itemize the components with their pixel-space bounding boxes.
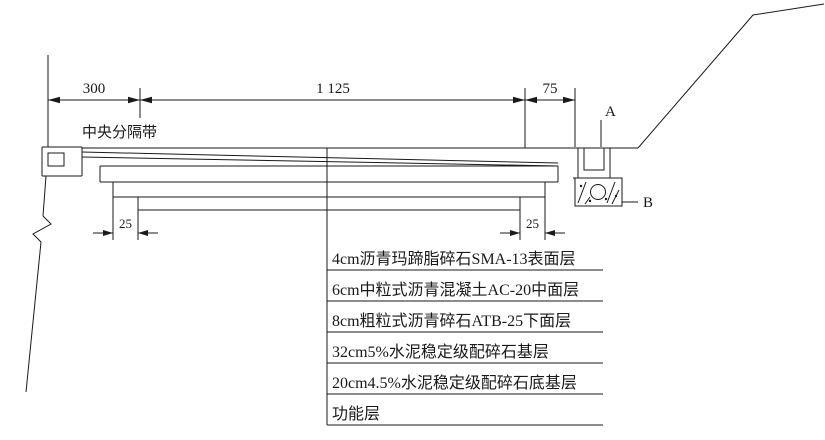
aggregate-dot bbox=[588, 199, 592, 203]
layer-list: 4cm沥青玛蹄脂碎石SMA-13表面层 6cm中粒式沥青混凝土AC-20中面层 … bbox=[327, 250, 603, 426]
hatch-line bbox=[577, 181, 587, 204]
dim-arrow bbox=[128, 96, 140, 104]
aggregate-dot bbox=[614, 194, 618, 198]
dim-arrow bbox=[525, 96, 537, 104]
dim-75-label: 75 bbox=[543, 81, 558, 97]
dim-arrow bbox=[545, 230, 555, 236]
embankment-slope-line bbox=[637, 3, 825, 149]
aggregate-dot bbox=[604, 197, 608, 201]
layer-label: 32cm5%水泥稳定级配碎石基层 bbox=[332, 343, 549, 361]
dim-arrow bbox=[138, 230, 148, 236]
dim-arrow bbox=[510, 230, 520, 236]
offset-dim-right: 25 bbox=[500, 197, 565, 240]
median-label: 中央分隔带 bbox=[82, 124, 157, 141]
dim-arrow bbox=[140, 96, 152, 104]
left-edge-lower-line bbox=[25, 241, 42, 393]
curb-drain-detail bbox=[573, 148, 623, 207]
hatch-line bbox=[584, 196, 591, 205]
left-break bbox=[25, 175, 52, 393]
layer-label: 6cm中粒式沥青混凝土AC-20中面层 bbox=[332, 281, 579, 299]
layer-label: 20cm4.5%水泥稳定级配碎石底基层 bbox=[332, 374, 577, 392]
dim-arrow bbox=[563, 96, 575, 104]
dim-arrow bbox=[103, 230, 113, 236]
aggregate-dot bbox=[579, 184, 583, 188]
top-dimensions: 300 1 125 75 bbox=[47, 55, 576, 148]
hatch-line bbox=[606, 181, 616, 204]
offset-left-label: 25 bbox=[119, 216, 132, 231]
pavement-structure bbox=[81, 147, 638, 211]
offset-right-label: 25 bbox=[526, 216, 539, 231]
embankment bbox=[637, 3, 825, 149]
dim-arrow bbox=[48, 96, 60, 104]
break-zigzag bbox=[32, 215, 52, 243]
dim-arrow bbox=[513, 96, 525, 104]
detail-a-label: A bbox=[605, 104, 616, 120]
median-barrier: 中央分隔带 bbox=[41, 124, 157, 177]
detail-markers: A B bbox=[600, 104, 653, 211]
dim-1125-label: 1 125 bbox=[316, 81, 350, 97]
median-notch bbox=[47, 152, 65, 167]
layer-label: 8cm粗粒式沥青碎石ATB-25下面层 bbox=[332, 312, 571, 330]
left-edge-line bbox=[42, 175, 47, 217]
surface-course-slope-line bbox=[81, 151, 559, 164]
detail-b-label: B bbox=[643, 195, 653, 211]
drain-pipe-circle bbox=[590, 184, 606, 200]
layer-label: 4cm沥青玛蹄脂碎石SMA-13表面层 bbox=[332, 250, 576, 268]
drain-channel bbox=[583, 148, 605, 171]
offset-dim-left: 25 bbox=[93, 197, 158, 240]
surface-course-bottom-line bbox=[81, 156, 559, 167]
dim-300-label: 300 bbox=[83, 81, 106, 97]
drain-box bbox=[574, 177, 623, 207]
layer-label: 功能层 bbox=[332, 405, 380, 423]
